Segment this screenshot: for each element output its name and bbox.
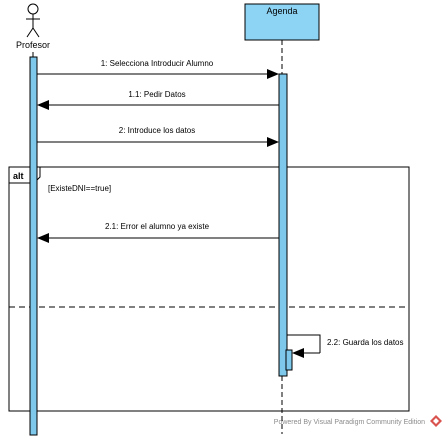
alt-fragment-frame: [8, 166, 410, 412]
watermark-text: Powered By Visual Paradigm Community Edi…: [274, 419, 425, 426]
actor-profesor[interactable]: Profesor: [16, 3, 50, 50]
message-2[interactable]: 2: Introduce los datos: [37, 126, 279, 147]
message-1[interactable]: 1: Selecciona Introducir Alumno: [37, 59, 279, 79]
message-2-2-path: [287, 334, 321, 353]
watermark: Powered By Visual Paradigm Community Edi…: [274, 415, 442, 427]
actor-label: Profesor: [16, 40, 50, 50]
message-1-label: 1: Selecciona Introducir Alumno: [101, 59, 214, 68]
visual-paradigm-logo-inner: [433, 418, 439, 424]
message-1-1-label: 1.1: Pedir Datos: [128, 90, 185, 99]
message-2-1[interactable]: 2.1: Error el alumno ya existe: [37, 222, 279, 243]
lifeline-agenda[interactable]: Agenda: [244, 3, 320, 41]
actor-head: [27, 3, 39, 15]
message-2-2-label: 2.2: Guarda los datos: [327, 338, 404, 347]
lifeline-head-box: [244, 3, 320, 41]
actor-left-leg: [26, 27, 34, 38]
alt-operator-label: alt: [13, 171, 24, 181]
lifeline-label: Agenda: [266, 6, 297, 16]
actor-right-leg: [32, 27, 40, 38]
activation-bar-profesor: [29, 56, 38, 436]
alt-guard: [ExisteDNI==true]: [48, 184, 111, 193]
activation-bar-agenda: [278, 73, 288, 377]
message-2-1-label: 2.1: Error el alumno ya existe: [105, 222, 210, 231]
activation-bar-agenda-self: [285, 349, 293, 371]
alt-fragment[interactable]: alt [ExisteDNI==true]: [8, 166, 410, 412]
message-1-1[interactable]: 1.1: Pedir Datos: [37, 90, 279, 110]
message-2-2[interactable]: 2.2: Guarda los datos: [287, 334, 404, 358]
message-2-label: 2: Introduce los datos: [119, 126, 196, 135]
